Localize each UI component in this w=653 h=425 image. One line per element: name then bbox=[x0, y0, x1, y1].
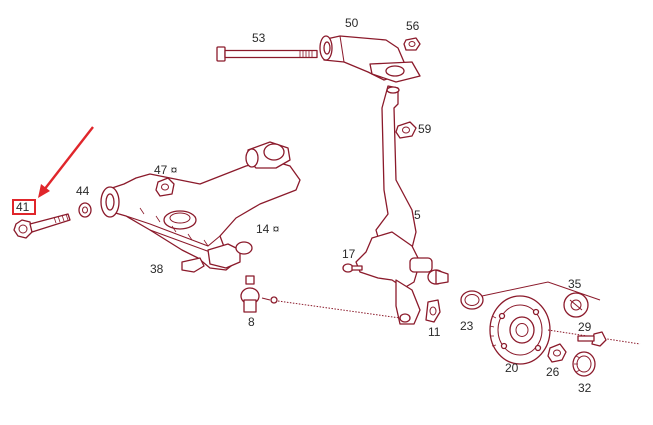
label-14: 14 ¤ bbox=[256, 222, 280, 236]
part-38-lower-control-arm bbox=[100, 141, 301, 273]
label-11: 11 bbox=[428, 325, 441, 339]
part-41-bolt bbox=[13, 213, 71, 239]
label-56: 56 bbox=[406, 19, 420, 33]
part-53-long-bolt bbox=[216, 46, 318, 62]
label-47: 47 ¤ bbox=[154, 163, 178, 177]
part-59-nut bbox=[395, 121, 417, 139]
part-20-wheel-hub bbox=[481, 281, 641, 365]
label-29: 29 bbox=[578, 320, 592, 334]
label-5: 5 bbox=[414, 208, 421, 222]
label-26: 26 bbox=[546, 365, 560, 379]
part-32-cap bbox=[572, 351, 596, 377]
highlight-box bbox=[12, 199, 36, 215]
part-26-nut bbox=[547, 343, 567, 363]
part-47-nut bbox=[155, 177, 175, 197]
label-8: 8 bbox=[248, 315, 255, 329]
label-44: 44 bbox=[76, 184, 90, 198]
part-23-seal bbox=[460, 290, 484, 310]
label-50: 50 bbox=[345, 16, 359, 30]
part-17-pin bbox=[342, 263, 363, 273]
part-44-washer bbox=[78, 202, 92, 218]
part-8-ball-joint bbox=[240, 275, 401, 319]
highlight-arrowhead bbox=[38, 184, 50, 198]
label-20: 20 bbox=[505, 361, 519, 375]
part-11-nut bbox=[425, 299, 441, 323]
highlight-arrow bbox=[43, 126, 94, 191]
label-23: 23 bbox=[460, 319, 474, 333]
label-53: 53 bbox=[252, 31, 266, 45]
highlight-callout bbox=[12, 126, 94, 215]
part-56-nut bbox=[403, 37, 421, 51]
part-29-bolt bbox=[577, 331, 607, 347]
part-5-steering-knuckle bbox=[355, 85, 449, 325]
label-17: 17 bbox=[342, 247, 356, 261]
part-labels: 53 50 56 59 5 17 11 23 35 29 20 26 32 47… bbox=[16, 16, 592, 395]
label-41: 41 bbox=[16, 200, 30, 214]
part-50-upper-mount bbox=[319, 35, 421, 83]
part-35-clip bbox=[563, 292, 589, 318]
label-38: 38 bbox=[150, 262, 164, 276]
label-32: 32 bbox=[578, 381, 592, 395]
label-35: 35 bbox=[568, 277, 582, 291]
label-59: 59 bbox=[418, 122, 432, 136]
